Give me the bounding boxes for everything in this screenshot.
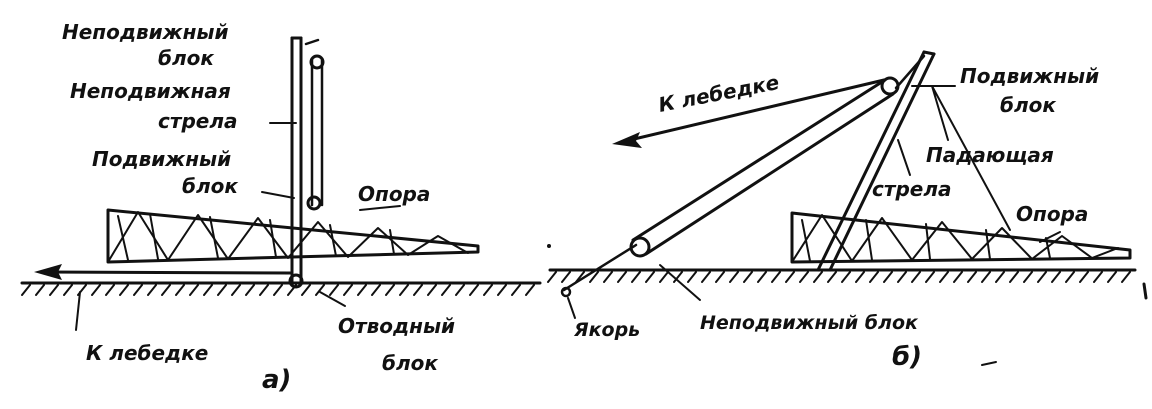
label-to-winch-a: К лебедке (86, 341, 208, 365)
anchor-icon (560, 286, 572, 298)
label-fixed-block-a-line1: Неподвижный (62, 20, 229, 44)
arrow-left-icon (34, 264, 62, 280)
label-falling-boom-line1: Падающая (926, 143, 1054, 167)
speck (547, 244, 551, 248)
label-falling-boom-line2: стрела (872, 177, 951, 201)
diagram-b: К лебедке Подвижный блок Падающая стрела… (547, 50, 1148, 372)
label-deflect-block-line1: Отводный (338, 314, 455, 338)
fixed-boom-mast (290, 36, 303, 284)
arrow-left-icon-b (612, 132, 642, 148)
diagram-a: Неподвижный блок Неподвижная стрела Подв… (20, 20, 542, 395)
label-support-a: Опора (358, 182, 430, 206)
winch-rope-b (612, 78, 886, 148)
falling-boom (816, 50, 936, 272)
label-fixed-block-a-line2: блок (158, 46, 214, 70)
movable-block-b-icon (880, 76, 900, 96)
truss-support-b (790, 211, 1132, 264)
fixed-block-top-icon (309, 54, 325, 70)
label-fixed-boom-line2: стрела (158, 109, 237, 133)
edge-mark (1142, 282, 1148, 300)
movable-block-icon (306, 195, 322, 211)
tackle-b (562, 54, 926, 292)
ground-b (547, 268, 1137, 283)
leaders-b (567, 85, 1061, 319)
winch-rope-a (34, 264, 292, 280)
leaders-a (75, 122, 401, 331)
deflect-block-icon (288, 273, 304, 289)
ground-a (20, 281, 542, 296)
label-fixed-block-b: Неподвижный блок (700, 312, 919, 334)
truss-support-a (106, 208, 480, 264)
label-movable-block-a-line1: Подвижный (92, 147, 231, 171)
label-movable-block-b-line1: Подвижный (960, 64, 1099, 88)
caption-a: а) (262, 365, 291, 395)
fixed-block-b-icon (629, 236, 651, 258)
label-anchor: Якорь (573, 319, 640, 341)
label-movable-block-b-line2: блок (1000, 93, 1056, 117)
label-deflect-block-line2: блок (382, 351, 438, 375)
rope-system-a (304, 38, 324, 207)
label-support-b: Опора (1016, 202, 1088, 226)
label-fixed-boom-line1: Неподвижная (70, 79, 231, 103)
caption-b: б) (892, 342, 922, 372)
label-movable-block-a-line2: блок (182, 174, 238, 198)
speck-mark (981, 361, 997, 366)
